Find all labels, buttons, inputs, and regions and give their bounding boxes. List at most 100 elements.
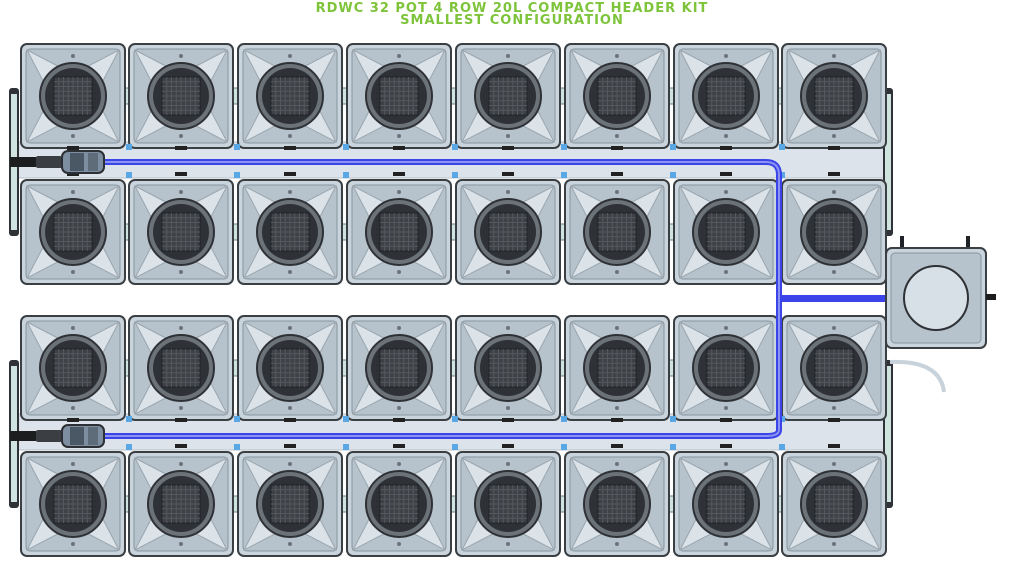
- connector-clip: [393, 444, 405, 448]
- connector-clip: [284, 146, 296, 150]
- lid-screw: [71, 406, 75, 410]
- connector-clip: [828, 172, 840, 176]
- lid-screw: [506, 54, 510, 58]
- pot-22: [564, 315, 670, 421]
- connector-clip: [828, 146, 840, 150]
- lid-screw: [288, 462, 292, 466]
- blue-joint: [343, 416, 349, 422]
- lid-screw: [288, 270, 292, 274]
- lid-screw: [724, 462, 728, 466]
- connector-clip: [175, 418, 187, 422]
- lid-screw: [832, 462, 836, 466]
- right-return-pipe-inner-2: [885, 366, 891, 502]
- hose-fitting: [10, 157, 36, 167]
- pot-1: [20, 43, 126, 149]
- pump-detail: [70, 153, 84, 171]
- pot-26: [128, 451, 234, 557]
- blue-joint: [234, 416, 240, 422]
- pot-grid: [20, 43, 887, 557]
- lid-screw: [832, 270, 836, 274]
- pot-5: [455, 43, 561, 149]
- lid-screw: [506, 462, 510, 466]
- pot-8: [781, 43, 887, 149]
- lid-screw: [615, 190, 619, 194]
- bucket-overflow-hose: [889, 359, 946, 393]
- lid-screw: [724, 326, 728, 330]
- blue-joint: [452, 416, 458, 422]
- pot-17: [20, 315, 126, 421]
- blue-joint: [779, 144, 785, 150]
- plumbing-lines: [10, 144, 886, 450]
- lid-screw: [397, 270, 401, 274]
- blue-joint: [561, 172, 567, 178]
- lid-screw: [71, 190, 75, 194]
- blue-joint: [561, 416, 567, 422]
- connector-clip: [393, 172, 405, 176]
- connector-clip: [720, 172, 732, 176]
- connector-clip: [720, 444, 732, 448]
- blue-joint: [670, 172, 676, 178]
- lid-screw: [724, 270, 728, 274]
- pot-32: [781, 451, 887, 557]
- connector-clip: [611, 172, 623, 176]
- lid-screw: [71, 270, 75, 274]
- pot-28: [346, 451, 452, 557]
- hose-fitting: [10, 431, 36, 441]
- pot-29: [455, 451, 561, 557]
- blue-joint: [234, 172, 240, 178]
- connector-clip: [284, 418, 296, 422]
- lid-screw: [724, 406, 728, 410]
- pump-detail: [88, 153, 98, 171]
- lid-screw: [724, 190, 728, 194]
- connector-clip: [175, 172, 187, 176]
- pot-7: [673, 43, 779, 149]
- connector-clip: [67, 146, 79, 150]
- connector-clip: [611, 444, 623, 448]
- connector-clip: [502, 172, 514, 176]
- control-bucket-cap: [903, 265, 969, 331]
- lid-screw: [506, 190, 510, 194]
- lid-screw: [724, 134, 728, 138]
- connector-clip: [611, 418, 623, 422]
- pot-19: [237, 315, 343, 421]
- lid-screw: [288, 406, 292, 410]
- pump-detail: [88, 427, 98, 445]
- blue-joint: [452, 144, 458, 150]
- lid-screw: [397, 54, 401, 58]
- lid-screw: [179, 326, 183, 330]
- lid-screw: [506, 270, 510, 274]
- pot-3: [237, 43, 343, 149]
- pot-14: [564, 179, 670, 285]
- diagram-title-line-2: SMALLEST CONFIGURATION: [400, 13, 624, 28]
- connector-clip: [502, 146, 514, 150]
- blue-joint: [452, 444, 458, 450]
- lid-screw: [179, 54, 183, 58]
- lid-screw: [832, 54, 836, 58]
- lid-screw: [397, 326, 401, 330]
- lid-screw: [179, 270, 183, 274]
- lid-screw: [179, 462, 183, 466]
- lid-screw: [397, 462, 401, 466]
- lid-screw: [179, 542, 183, 546]
- lid-screw: [179, 134, 183, 138]
- lid-screw: [288, 326, 292, 330]
- connector-clip: [284, 172, 296, 176]
- blue-joint: [126, 416, 132, 422]
- blue-joint: [670, 444, 676, 450]
- lid-screw: [397, 190, 401, 194]
- lid-screw: [615, 462, 619, 466]
- blue-joint: [561, 444, 567, 450]
- blue-joint: [126, 172, 132, 178]
- lid-screw: [71, 326, 75, 330]
- pot-25: [20, 451, 126, 557]
- background-pipes: [9, 87, 893, 513]
- pot-2: [128, 43, 234, 149]
- blue-feed-to-bucket: [782, 295, 886, 302]
- lid-screw: [832, 406, 836, 410]
- blue-joint: [779, 444, 785, 450]
- valve-body: [36, 430, 62, 442]
- lid-screw: [288, 542, 292, 546]
- lid-screw: [397, 406, 401, 410]
- lid-screw: [179, 406, 183, 410]
